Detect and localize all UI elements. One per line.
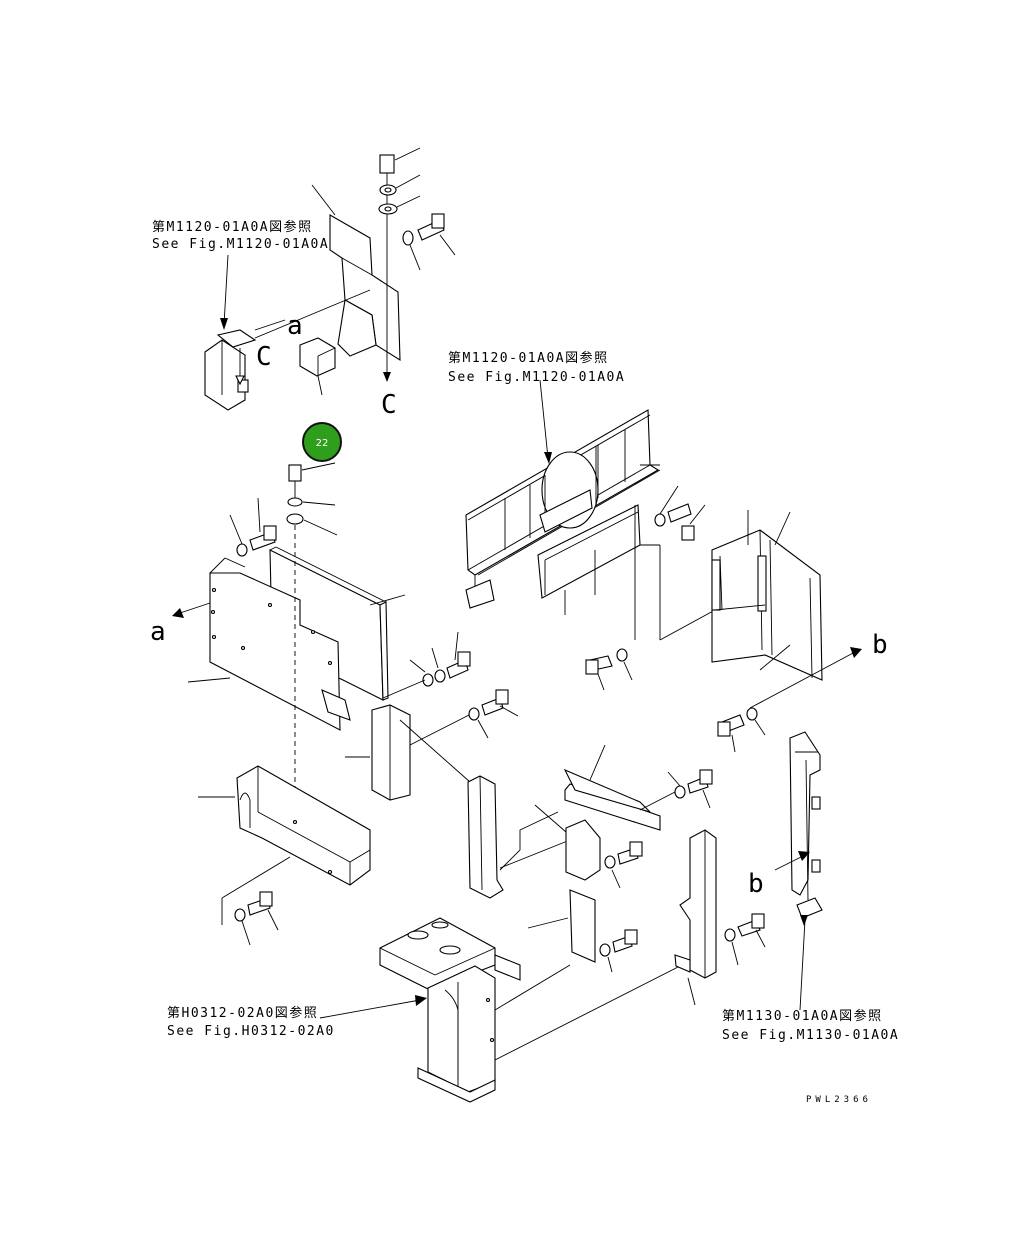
connection-letter-b-lower: b (748, 869, 764, 899)
top-bracket-assembly (204, 147, 456, 411)
connection-letter-a-top: a (287, 311, 303, 341)
reference-jp-3: 第H0312-02A0図参照 (167, 1005, 318, 1021)
bottom-stand (319, 917, 681, 1103)
callout-badge-number[interactable]: 22 (316, 438, 329, 449)
reference-en-1: See Fig.M1120-01A0A (152, 237, 329, 252)
cover-assembly (172, 462, 471, 946)
reference-label-2: 第M1120-01A0A図参照 See Fig.M1120-01A0A (448, 350, 625, 385)
reference-jp-2: 第M1120-01A0A図参照 (448, 350, 609, 366)
connection-letter-c-left: C (256, 342, 272, 372)
connection-letter-b-right: b (872, 630, 888, 660)
reference-en-3: See Fig.H0312-02A0 (167, 1024, 335, 1039)
reference-jp-1: 第M1120-01A0A図参照 (152, 219, 313, 235)
callout-badge-22[interactable]: 22 (302, 422, 342, 462)
support-brackets (345, 689, 713, 973)
connection-letter-a-left: a (150, 617, 166, 647)
reference-en-4: See Fig.M1130-01A0A (722, 1028, 899, 1043)
reference-jp-4: 第M1130-01A0A図参照 (722, 1008, 883, 1024)
long-cover-assembly (465, 379, 716, 691)
reference-label-3: 第H0312-02A0図参照 See Fig.H0312-02A0 (167, 1005, 335, 1039)
side-panel-assembly (674, 510, 862, 1011)
connection-letter-c-right: C (381, 390, 397, 420)
callout-badge-circle[interactable] (302, 422, 342, 462)
reference-label-4: 第M1130-01A0A図参照 See Fig.M1130-01A0A (722, 1008, 899, 1043)
reference-label-1: 第M1120-01A0A図参照 See Fig.M1120-01A0A (152, 219, 329, 252)
drawing-code: PWL2366 (806, 1095, 872, 1105)
reference-en-2: See Fig.M1120-01A0A (448, 370, 625, 385)
